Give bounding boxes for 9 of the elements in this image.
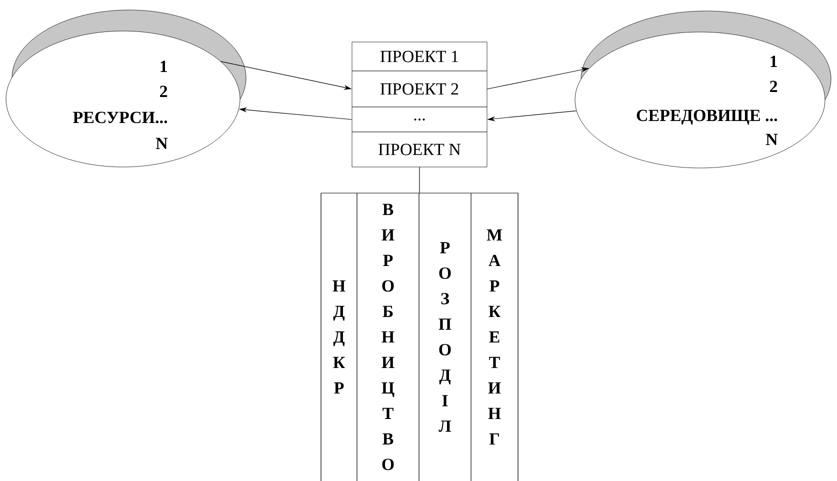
table-row: ... [352, 106, 488, 132]
connector-line [419, 166, 420, 194]
table-cell: М А Р К Е Т И Н Г [470, 192, 518, 481]
table-cell: Р О З П О Д І Л [418, 192, 472, 481]
table-cell: Н Д Д К Р [320, 192, 358, 481]
table-cell: В И Р О Б Н И Ц Т В О [356, 192, 420, 481]
table-row: ПРОЕКТ 2 [352, 70, 488, 108]
table-row: ПРОЕКТ N [352, 132, 488, 168]
table-row: ПРОЕКТ 1 [352, 42, 488, 72]
